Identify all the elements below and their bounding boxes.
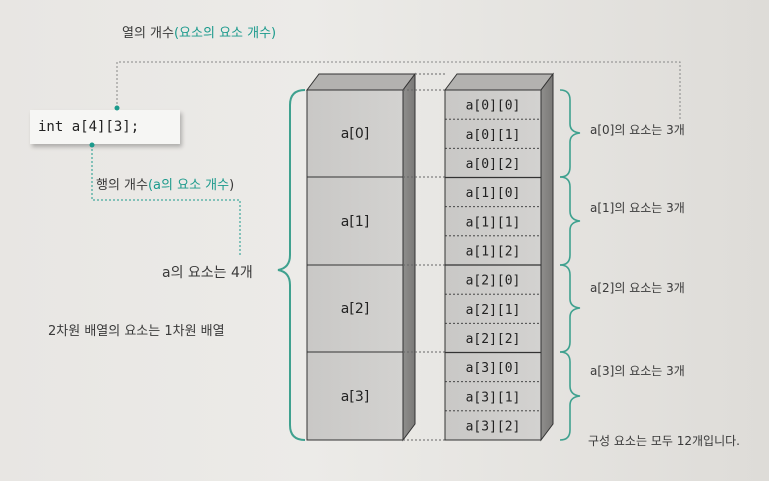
inner-cell-label: a[0][1] — [466, 128, 521, 143]
inner-cell-label: a[2][0] — [466, 274, 521, 289]
inner-cell-label: a[3][2] — [466, 419, 521, 434]
column-connector — [116, 61, 681, 120]
inner-cell-label: a[0][0] — [466, 99, 521, 114]
outer-label-0: a[0] — [341, 126, 369, 142]
row-count-label: 행의 개수(a의 요소 개수) — [96, 178, 235, 193]
row-dot — [89, 142, 95, 148]
link-lines — [403, 73, 445, 441]
outer-cell-0 — [306, 89, 404, 178]
outer-cell-3 — [306, 351, 404, 441]
inner-array-column: a[0][0] a[0][1] a[0][2] a[1][0] a[1][1] a[1][… — [444, 72, 554, 442]
two-d-array-note: 2차원 배열의 요소는 1차원 배열 — [48, 324, 225, 339]
outer-label-3: a[3] — [341, 389, 369, 405]
inner-cell-label: a[3][1] — [466, 390, 521, 405]
inner-cell-label: a[1][1] — [466, 215, 521, 230]
outer-label-2: a[2] — [341, 301, 369, 317]
brace-2 — [559, 264, 581, 353]
inner-cell-label: a[3][0] — [466, 361, 521, 376]
inner-cell-label: a[0][2] — [466, 157, 521, 172]
inner-cell-label: a[1][0] — [466, 186, 521, 201]
inner-side-face — [540, 72, 554, 442]
a-brace — [277, 89, 306, 441]
outer-array-column: a[0] a[1] a[2] a[3] — [306, 72, 416, 442]
brace-0 — [559, 89, 581, 178]
group-0-label: a[0]의 요소는 3개 — [590, 123, 685, 137]
outer-side-face — [402, 72, 416, 442]
inner-cell-label: a[2][2] — [466, 332, 521, 347]
outer-label-1: a[1] — [341, 214, 369, 230]
group-3-label: a[3]의 요소는 3개 — [590, 364, 685, 378]
column-count-label: 열의 개수(요소의 요소 개수) — [122, 26, 277, 41]
group-2-label: a[2]의 요소는 3개 — [590, 281, 685, 295]
inner-cell-label: a[1][2] — [466, 244, 521, 259]
brace-1 — [559, 176, 581, 266]
total-elements-note: 구성 요소는 모두 12개입니다. — [588, 434, 740, 448]
inner-cell-label: a[2][1] — [466, 303, 521, 318]
a-element-count-label: a의 요소는 4개 — [162, 265, 253, 281]
row-connector — [91, 145, 241, 256]
group-1-label: a[1]의 요소는 3개 — [590, 201, 685, 215]
column-dot — [114, 105, 120, 111]
inner-top-face — [444, 73, 554, 91]
code-declaration: int a[4][3]; — [30, 110, 180, 144]
outer-cell-1 — [306, 176, 404, 266]
outer-top-face — [306, 73, 416, 91]
brace-3 — [559, 351, 581, 441]
